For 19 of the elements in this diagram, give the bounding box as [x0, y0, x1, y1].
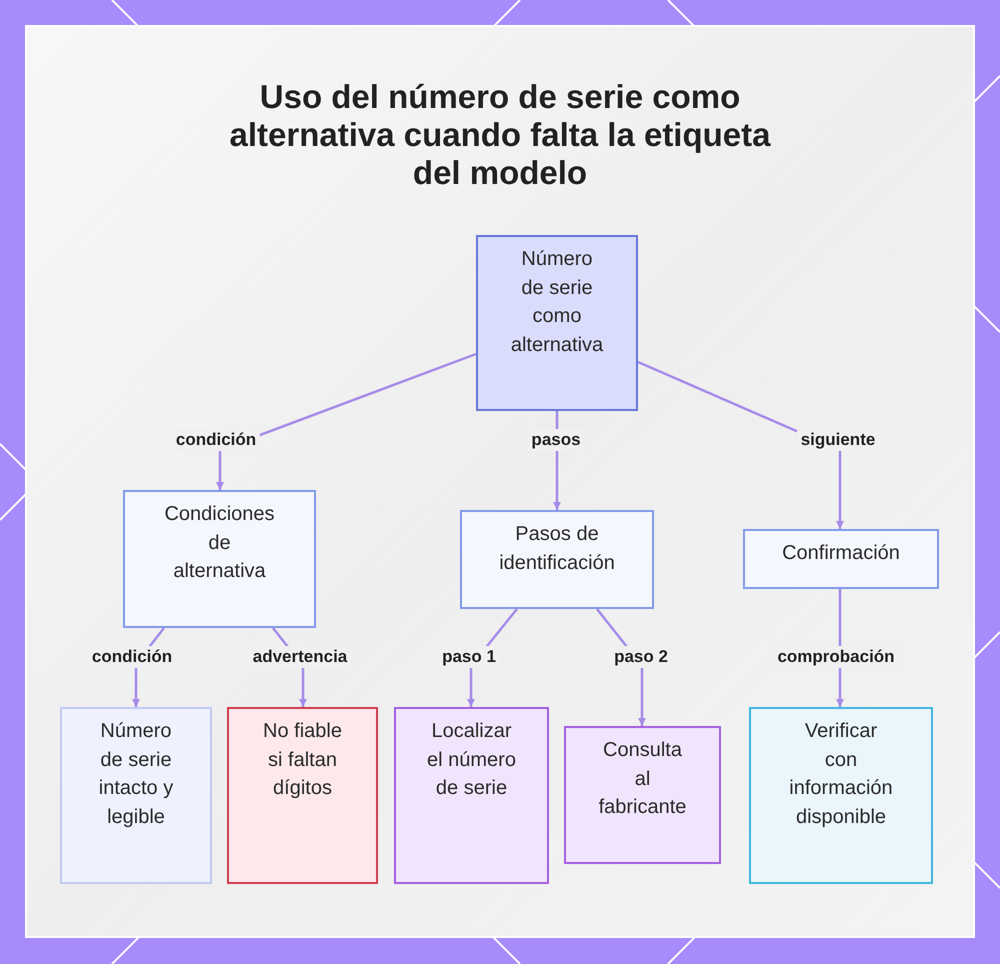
process-box: [123, 490, 316, 628]
node-text: Condiciones de alternativa: [163, 502, 276, 584]
node-text: Número de serie como alternativa: [510, 247, 604, 358]
process-box: [476, 235, 638, 411]
process-box: [564, 726, 721, 864]
node-text: Pasos de identificación: [498, 522, 616, 576]
process-box: [227, 707, 378, 884]
node-text: Consulta al fabricante: [598, 738, 688, 820]
diagram-title: Uso del número de serie como alternativa cuando falta la etiqueta del modelo: [228, 78, 772, 192]
node-text: Verificar con información disponible: [788, 719, 894, 830]
node-text: Localizar el número de serie: [426, 719, 517, 801]
process-box: [743, 529, 939, 589]
process-box: [749, 707, 933, 884]
process-box: [60, 707, 212, 884]
process-box: [394, 707, 549, 884]
node-text: Número de serie intacto y legible: [98, 719, 174, 830]
node-text: No fiable si faltan dígitos: [262, 719, 343, 801]
node-text: Confirmación: [781, 541, 901, 566]
process-box: [460, 510, 654, 609]
